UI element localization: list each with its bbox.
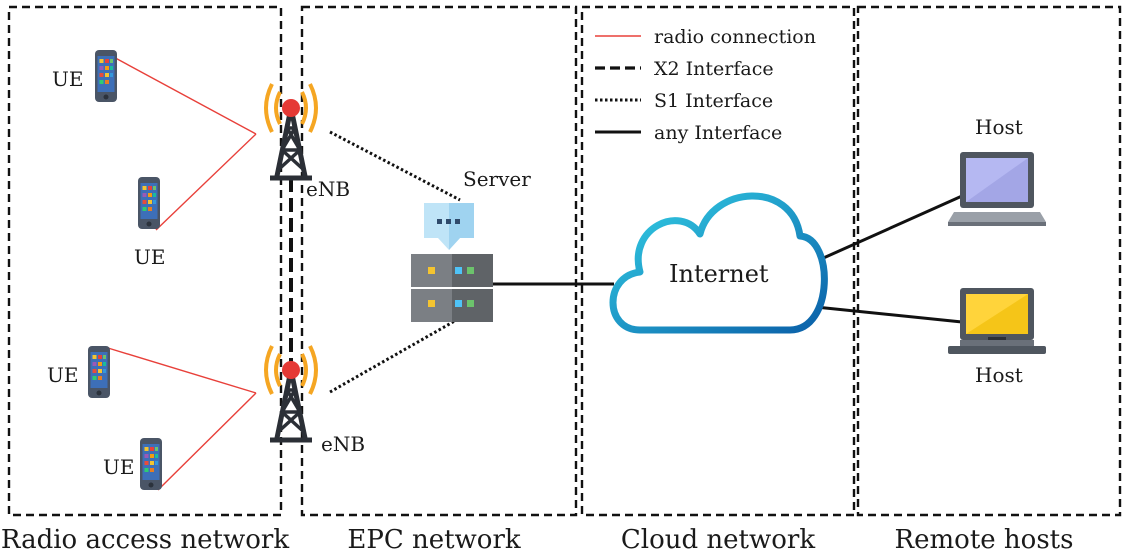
legend-label-radio: radio connection: [654, 26, 816, 48]
internet-host-bottom-link: [805, 304, 963, 324]
ue-label: UE: [52, 67, 83, 91]
radio-connections: [107, 53, 257, 491]
enb-tower-icon: [266, 84, 316, 178]
server-label: Server: [463, 167, 531, 191]
region-box-cloud: [580, 5, 856, 517]
internet-host-top-link: [809, 194, 963, 266]
region-label-epc: EPC network: [347, 525, 521, 555]
region-box-radio: [7, 5, 283, 517]
region-label-radio: Radio access network: [1, 525, 289, 555]
s1-link-bottom: [329, 316, 461, 394]
region-label-remote: Remote hosts: [895, 525, 1074, 555]
region-box-remote: [856, 5, 1122, 517]
ue-label: UE: [47, 363, 78, 387]
host-laptop-icon: [948, 288, 1046, 354]
host-laptop-icon: [948, 152, 1046, 226]
server-icon: [411, 203, 493, 322]
host-label: Host: [975, 115, 1023, 139]
region-label-cloud: Cloud network: [621, 525, 815, 555]
host-label: Host: [975, 363, 1023, 387]
internet-label: Internet: [669, 260, 769, 288]
ue-phone-icon: [95, 50, 117, 102]
legend-label-any: any Interface: [654, 122, 782, 144]
internet-cloud-icon: [609, 192, 828, 334]
radio-line: [107, 53, 257, 135]
ue-label: UE: [103, 455, 134, 479]
legend-label-x2: X2 Interface: [654, 58, 774, 80]
radio-line: [107, 347, 257, 394]
radio-line: [157, 392, 257, 491]
ue-label: UE: [134, 245, 165, 269]
enb-label: eNB: [306, 177, 350, 201]
ue-phone-icon: [138, 177, 160, 229]
legend: radio connection X2 Interface S1 Interfa…: [595, 26, 816, 144]
radio-line: [155, 133, 257, 231]
legend-label-s1: S1 Interface: [654, 90, 773, 112]
region-box-epc: [300, 5, 578, 517]
enb-label: eNB: [321, 432, 365, 456]
ue-phone-icon: [88, 346, 110, 398]
s1-link-top: [329, 130, 461, 202]
ue-phone-icon: [140, 438, 162, 490]
